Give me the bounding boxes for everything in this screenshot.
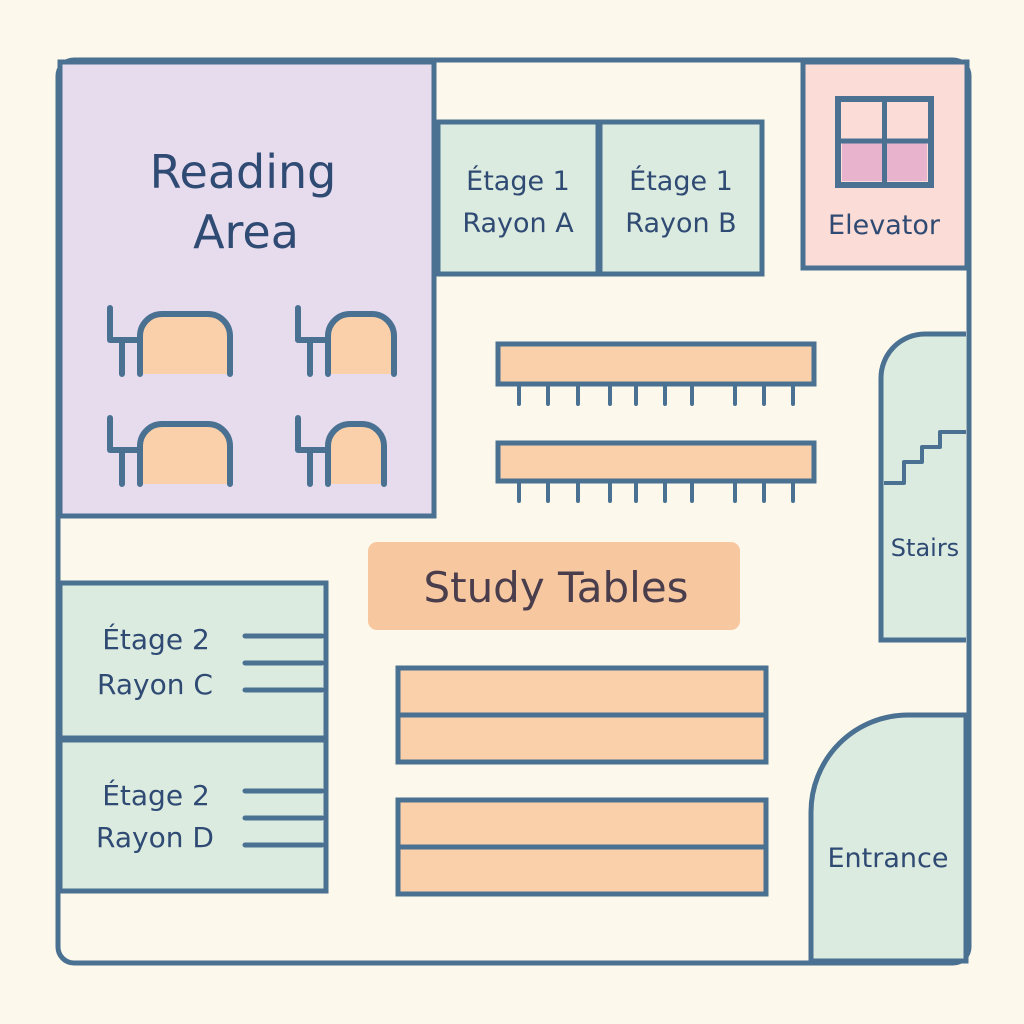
floor1-aisle-b-label-line2: Rayon B [625, 208, 736, 239]
chair-icon [107, 305, 233, 377]
chair-icon [107, 415, 233, 487]
study-tables-label-text: Study Tables [423, 563, 688, 612]
reading-area-title-line2: Area [193, 205, 299, 259]
chair-icon [295, 305, 397, 377]
stairs-icon [884, 430, 966, 485]
floor2-aisle-d-label-line2: Rayon D [96, 821, 214, 854]
floor1-aisle-b[interactable]: Étage 1 Rayon B [597, 119, 765, 277]
elevator[interactable]: Elevator [800, 59, 970, 271]
shelf-icon [495, 440, 817, 484]
floor1-aisle-a-label-line2: Rayon A [462, 208, 574, 239]
stairs[interactable]: Stairs [878, 331, 966, 643]
shelf-icon [495, 341, 817, 387]
entrance[interactable]: Entrance [808, 712, 969, 964]
shelf-row [495, 440, 817, 503]
stairs-label: Stairs [891, 534, 959, 562]
floor1-aisle-a-room [435, 119, 601, 277]
stairs-room [878, 331, 966, 643]
shelf-icon [242, 633, 325, 693]
floor1-aisle-b-label-line1: Étage 1 [629, 165, 733, 197]
floor1-aisle-a-label-line1: Étage 1 [466, 165, 570, 197]
entrance-label: Entrance [828, 843, 949, 874]
floor2-aisle-d[interactable]: Étage 2 Rayon D [57, 737, 329, 894]
floor2-aisle-c-label-line2: Rayon C [97, 668, 213, 701]
shelf-icon [242, 788, 325, 848]
shelf-row [495, 341, 817, 406]
floor1-aisle-b-room [597, 119, 765, 277]
entrance-room [808, 712, 969, 964]
study-tables-label[interactable]: Study Tables [368, 542, 740, 630]
study-tables-label-bg [368, 542, 740, 630]
elevator-label: Elevator [828, 210, 941, 241]
chair-icon [295, 415, 387, 487]
study-table [395, 797, 769, 897]
floor1-aisle-a[interactable]: Étage 1 Rayon A [435, 119, 601, 277]
reading-area[interactable]: Reading Area [57, 59, 437, 519]
window-icon [835, 96, 934, 188]
study-table [395, 665, 769, 765]
floor2-aisle-d-label-line1: Étage 2 [102, 778, 210, 812]
reading-area-title-line1: Reading [150, 145, 337, 199]
floor2-aisle-c[interactable]: Étage 2 Rayon C [57, 580, 329, 741]
floor2-aisle-c-label-line1: Étage 2 [102, 622, 210, 656]
